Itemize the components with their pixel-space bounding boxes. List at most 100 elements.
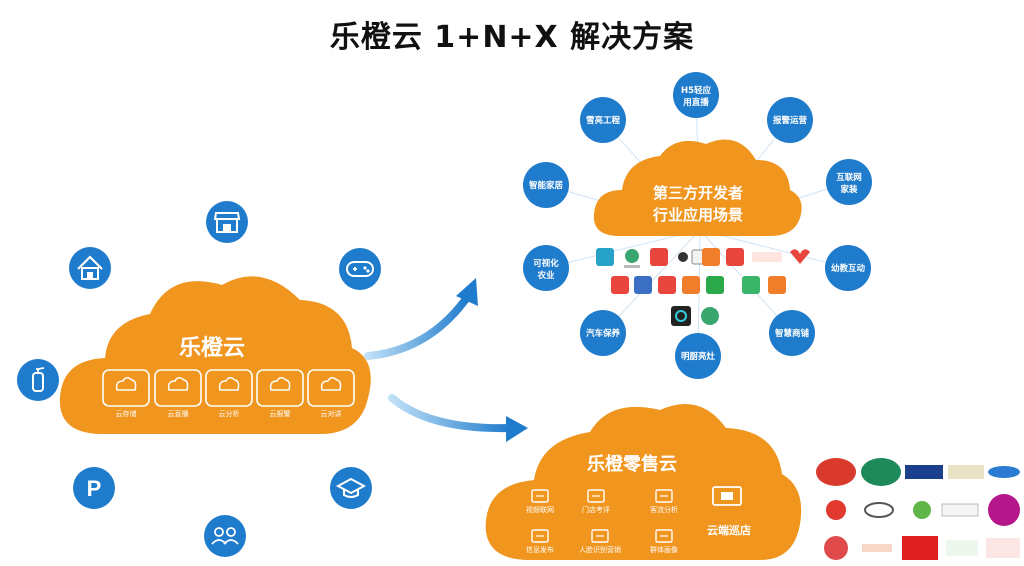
cloud-service-icon <box>167 377 189 391</box>
brand-logo <box>864 502 894 518</box>
app-logo <box>596 248 614 266</box>
app-logo <box>752 252 782 262</box>
service-item: 云分析 <box>205 369 253 418</box>
retail-feature-label: 群体画像 <box>650 545 678 554</box>
scenario-label: 明厨亮灶 <box>681 351 716 362</box>
scenario-label: H5轻应 <box>681 85 712 96</box>
scenario-node: 明厨亮灶 <box>675 333 721 379</box>
app-logo <box>671 306 691 326</box>
gamepad-icon <box>339 248 381 290</box>
scenario-label: 家装 <box>840 184 858 195</box>
cloud-service-icon <box>320 377 342 391</box>
main-cloud: 乐橙云 云存储 云直播云分析 云报警 云对讲 <box>59 276 371 434</box>
chart-icon <box>587 489 605 503</box>
app-logo <box>611 276 629 294</box>
fire-extinguisher-icon <box>17 359 59 401</box>
retail-feature-label: 人脸识别营销 <box>579 545 621 554</box>
brand-logo <box>862 544 892 552</box>
scenario-label: 雪亮工程 <box>586 115 621 126</box>
retail-feature-label: 云端巡店 <box>707 523 751 537</box>
retail-feature: 视频联网 <box>526 489 554 514</box>
developer-app-logos <box>596 248 810 326</box>
scenario-node: 智能家居 <box>523 162 569 208</box>
retail-feature: 人脸识别营销 <box>579 529 621 554</box>
brand-logo <box>816 458 856 486</box>
retail-feature: 信息发布 <box>526 529 554 554</box>
app-logo <box>702 248 720 266</box>
person-icon <box>655 529 673 543</box>
third-party-title-line2: 行业应用场景 <box>652 206 743 224</box>
retail-feature-label: 视频联网 <box>526 505 554 514</box>
brand-logo <box>913 501 931 519</box>
brand-logo <box>824 536 848 560</box>
service-label: 云对讲 <box>321 409 342 418</box>
graduation-cap-icon <box>330 467 372 509</box>
brand-logo <box>988 466 1020 478</box>
app-logo <box>701 307 719 325</box>
app-logo <box>768 276 786 294</box>
service-label: 云分析 <box>219 409 240 418</box>
arrow-to-third-party <box>364 278 478 360</box>
parking-icon: P <box>73 467 115 509</box>
svg-text:P: P <box>87 476 102 501</box>
scenario-label: 报警运营 <box>773 115 808 126</box>
monitor-icon <box>531 489 549 503</box>
face-scan-icon <box>591 529 609 543</box>
brand-logo <box>946 540 978 556</box>
app-logo <box>706 276 724 294</box>
scenario-node: 雪亮工程 <box>580 97 626 143</box>
scenario-label: 幼教互动 <box>831 263 866 274</box>
retail-brand-logos <box>816 458 1020 560</box>
scenario-label: 智能家居 <box>528 180 564 191</box>
scenario-node: 报警运营 <box>767 97 813 143</box>
service-item: 云对讲 <box>307 369 355 418</box>
store-icon <box>206 201 248 243</box>
scenario-node: 汽车保养 <box>580 310 626 356</box>
group-icon <box>204 515 246 557</box>
app-logo <box>658 276 676 294</box>
scenario-label: 智慧商铺 <box>774 328 810 339</box>
service-label: 云报警 <box>270 409 291 418</box>
scenario-nodes: H5轻应用直播报警运营互联网家装幼教互动智慧商铺明厨亮灶汽车保养可视化农业智能家… <box>523 72 872 379</box>
app-logo <box>726 248 744 266</box>
retail-cloud: 乐橙零售云 视频联网 门店考评 客流分析云端巡店 信息发布人脸识别营销 群体画像 <box>485 404 802 560</box>
app-logo <box>624 249 640 268</box>
service-item: 云存储 <box>102 369 150 418</box>
arrow-to-retail <box>388 394 528 442</box>
service-label: 云存储 <box>116 409 137 418</box>
retail-cloud-title: 乐橙零售云 <box>587 453 677 475</box>
retail-feature: 客流分析 <box>650 489 678 514</box>
cloud-service-icon <box>269 377 291 391</box>
app-logo <box>678 252 688 262</box>
scenario-label: 汽车保养 <box>586 328 621 339</box>
brand-logo <box>905 465 943 479</box>
main-cloud-title: 乐橙云 <box>179 336 245 361</box>
brand-logo <box>948 465 984 479</box>
app-logo <box>682 276 700 294</box>
service-item: 云直播 <box>154 369 202 418</box>
brand-logo <box>861 458 901 486</box>
retail-feature-label: 门店考评 <box>582 505 610 514</box>
retail-feature: 门店考评 <box>582 489 610 514</box>
retail-feature: 云端巡店 <box>707 486 751 537</box>
cloud-service-icon <box>218 377 240 391</box>
scenario-label: 可视化 <box>533 258 559 269</box>
service-item: 云报警 <box>256 369 304 418</box>
third-party-cloud <box>593 139 802 236</box>
shop-monitor-icon <box>712 486 742 506</box>
app-logo <box>742 276 760 294</box>
brand-logo <box>826 500 846 520</box>
board-icon <box>531 529 549 543</box>
app-logo <box>790 249 810 264</box>
third-party-title-line1: 第三方开发者 <box>653 184 743 202</box>
scenario-node: 智慧商铺 <box>769 310 815 356</box>
app-logo <box>650 248 668 266</box>
cloud-service-icon <box>115 377 137 391</box>
scenario-label: 用直播 <box>682 97 709 108</box>
home-icon <box>69 247 111 289</box>
retail-feature: 群体画像 <box>650 529 678 554</box>
brand-logo <box>941 503 979 517</box>
brand-logo <box>988 494 1020 526</box>
